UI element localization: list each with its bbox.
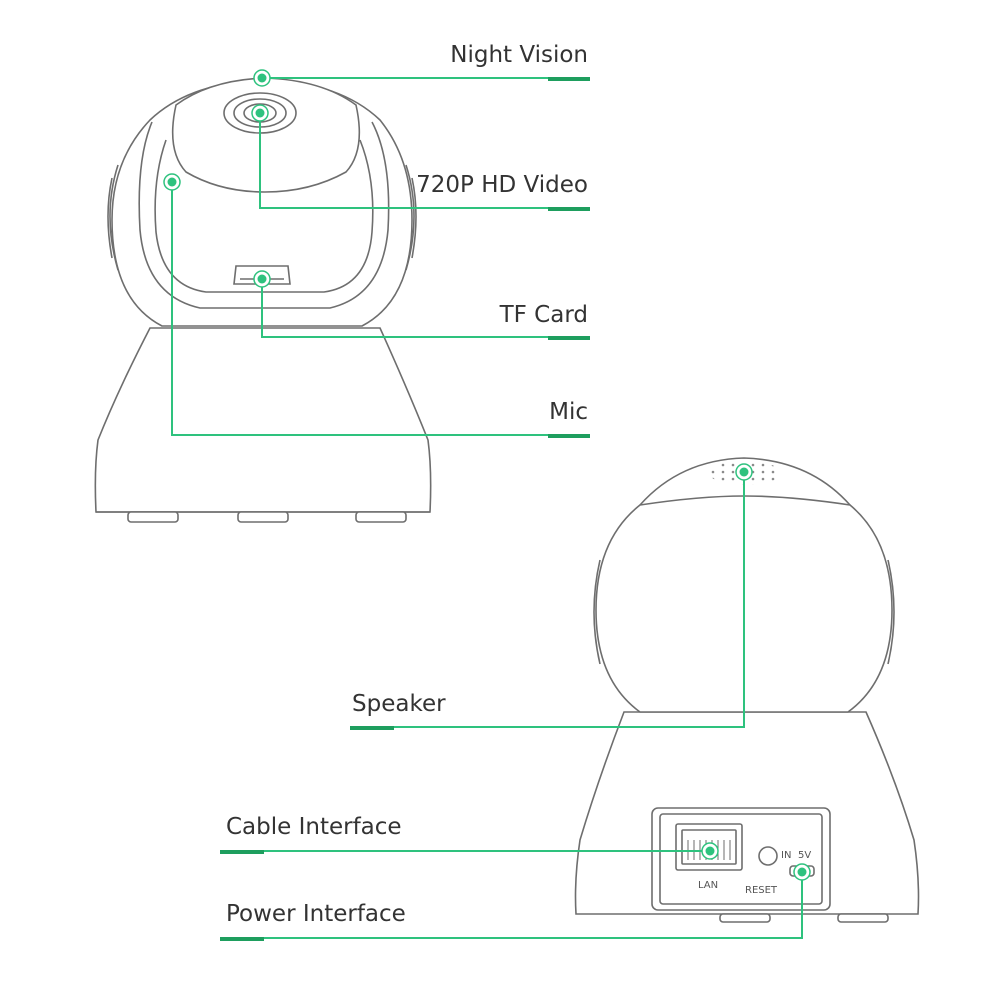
front-camera-foot-left [127,511,179,523]
callout-line-tf-card [261,279,590,338]
reset-label: RESET [745,885,778,896]
front-camera-foot-center [237,511,289,523]
in-label: IN [781,850,791,861]
front-camera-base [94,327,432,513]
front-camera-foot-right [355,511,407,523]
front-camera-grip-right [405,164,415,271]
front-camera-face-frame [138,121,390,309]
callout-line-speaker [350,472,745,728]
callout-dots [163,69,811,881]
back-camera [574,457,920,923]
front-camera [94,77,432,523]
voltage-label: 5V [798,850,811,861]
label-speaker: Speaker [352,691,446,717]
callout-line-mic [171,182,590,436]
label-cable-interface: Cable Interface [226,814,402,840]
label-tf-card: TF Card [499,302,588,328]
label-night-vision: Night Vision [450,42,588,68]
lan-label: LAN [698,880,718,891]
callout-lines [171,77,803,939]
reset-button [758,846,778,866]
front-camera-grip-left [109,164,119,271]
label-power-interface: Power Interface [226,901,406,927]
label-mic: Mic [549,399,588,425]
label-hd-video: 720P HD Video [416,172,588,198]
callout-underlines [220,77,590,941]
callout-line-hd-video [259,113,590,209]
callout-line-power-interface [220,872,803,939]
